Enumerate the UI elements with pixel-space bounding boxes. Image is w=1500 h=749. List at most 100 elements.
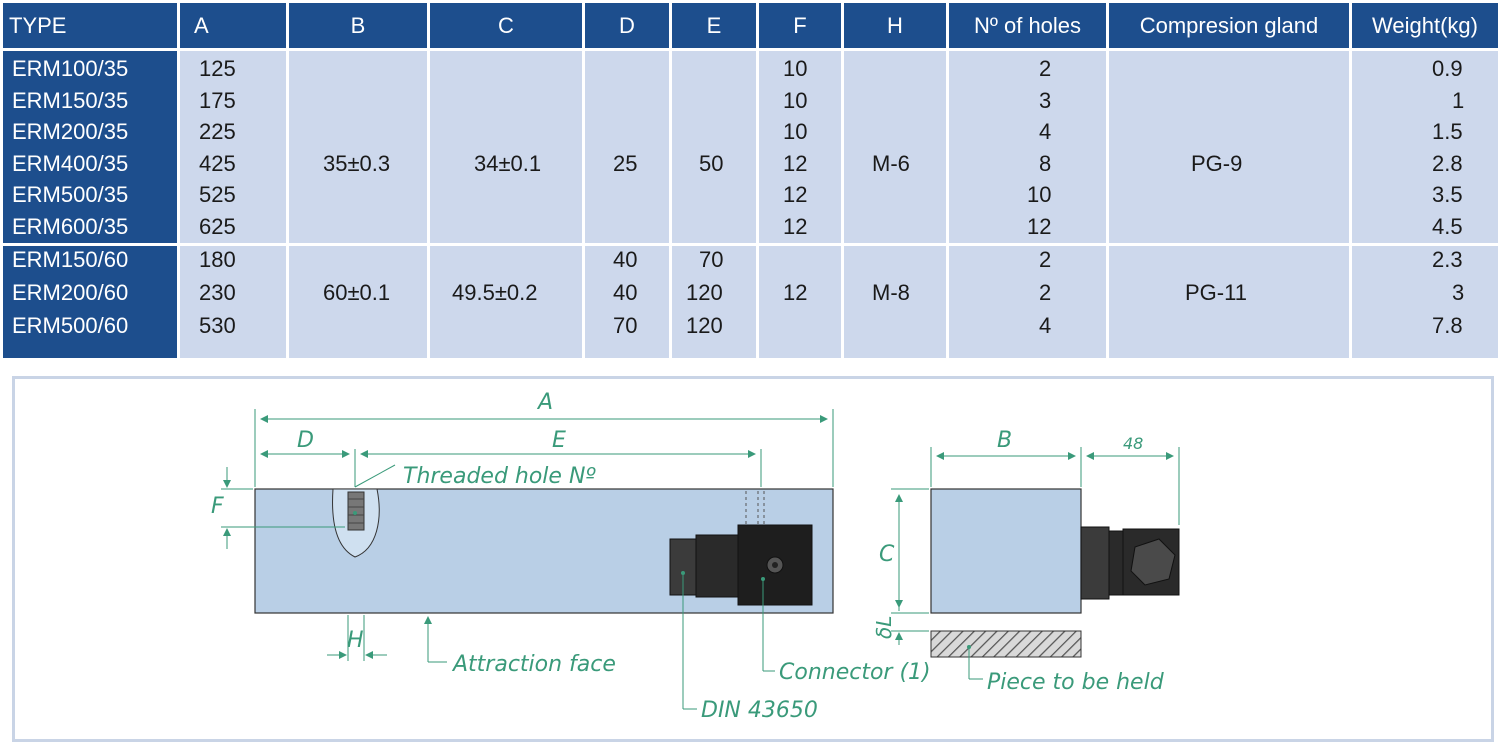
weight-cell: 4.5 — [1432, 214, 1463, 239]
header-d-label: D — [619, 12, 635, 38]
dim-label-d: D — [297, 428, 314, 453]
weight-cell: 0.9 — [1432, 56, 1463, 81]
h-cell-group1: M-6 — [872, 151, 910, 176]
header-type: TYPE — [3, 3, 177, 48]
e-cell: 70 — [699, 247, 724, 272]
a-column-group1 — [180, 51, 286, 243]
dim-label-e: E — [552, 428, 566, 453]
header-e: E — [672, 3, 756, 48]
e-column-group1 — [672, 51, 756, 243]
f-cell: 12 — [783, 182, 808, 207]
d-column-group1 — [585, 51, 669, 243]
type-column-group2 — [3, 246, 177, 358]
holes-cell: 4 — [1039, 119, 1052, 144]
c-cell-group2: 49.5±0.2 — [452, 280, 538, 305]
header-type-label: TYPE — [9, 12, 67, 38]
piece-to-be-held — [930, 630, 1082, 658]
weight-column-group2 — [1352, 246, 1498, 358]
header-f-label: F — [793, 12, 807, 38]
weight-cell: 1 — [1452, 88, 1465, 113]
header-gland: Compresion gland — [1109, 3, 1349, 48]
dim-label-c: C — [879, 542, 895, 567]
f-column-group2 — [759, 246, 841, 358]
b-cell-group1: 35±0.3 — [323, 151, 391, 176]
f-cell: 12 — [783, 151, 808, 176]
header-holes-label: Nº of holes — [973, 12, 1082, 38]
holes-cell: 10 — [1027, 182, 1052, 207]
b-column-group2 — [289, 246, 427, 358]
header-holes: Nº of holes — [949, 3, 1106, 48]
type-cell: ERM200/60 — [12, 280, 129, 305]
type-cell: ERM600/35 — [12, 214, 129, 239]
header-c-label: C — [498, 12, 514, 38]
e-cell: 120 — [686, 313, 723, 338]
e-column-group2 — [672, 246, 756, 358]
a-cell: 625 — [199, 214, 236, 239]
a-cell: 230 — [199, 280, 236, 305]
gland-column-group1 — [1109, 51, 1349, 243]
header-h-label: H — [887, 12, 903, 38]
header-d: D — [585, 3, 669, 48]
type-cell: ERM500/35 — [12, 182, 129, 207]
c-cell-group1: 34±0.1 — [474, 151, 542, 176]
header-b: B — [289, 3, 427, 48]
holes-cell: 12 — [1027, 214, 1052, 239]
f-cell: 12 — [783, 214, 808, 239]
f-cell: 10 — [783, 119, 808, 144]
c-column-group2 — [430, 246, 582, 358]
dim-label-48: 48 — [1123, 434, 1143, 453]
d-cell: 40 — [613, 280, 638, 305]
header-b-label: B — [350, 12, 366, 38]
din-label: DIN 43650 — [701, 698, 818, 723]
d-column-group2 — [585, 246, 669, 358]
header-c: C — [430, 3, 582, 48]
a-cell: 125 — [199, 56, 236, 81]
e-cell: 120 — [686, 280, 723, 305]
magnet-body-end — [930, 488, 1082, 614]
dim-label-a: A — [536, 390, 553, 415]
weight-cell: 3 — [1452, 280, 1465, 305]
f-cell: 10 — [783, 56, 808, 81]
weight-cell: 2.8 — [1432, 151, 1463, 176]
b-cell-group2: 60±0.1 — [323, 280, 391, 305]
dim-label-f: F — [211, 494, 224, 519]
header-gland-label: Compresion gland — [1139, 12, 1319, 38]
holes-column-group1 — [949, 51, 1106, 243]
a-cell: 180 — [199, 247, 236, 272]
threaded-hole-label: Threaded hole Nº — [403, 464, 596, 489]
type-cell: ERM150/60 — [12, 247, 129, 272]
attraction-face-label: Attraction face — [451, 652, 616, 677]
holes-cell: 3 — [1039, 88, 1052, 113]
a-cell: 425 — [199, 151, 236, 176]
dim-label-h: H — [347, 628, 364, 653]
c-column-group1 — [430, 51, 582, 243]
gland-column-group2 — [1109, 246, 1349, 358]
dim-label-delta-l: δL — [872, 616, 896, 639]
weight-cell: 3.5 — [1432, 182, 1463, 207]
weight-cell: 7.8 — [1432, 313, 1463, 338]
holes-column-group2 — [949, 246, 1106, 358]
a-cell: 525 — [199, 182, 236, 207]
h-cell-group2: M-8 — [872, 280, 910, 305]
f-cell-group2: 12 — [783, 280, 808, 305]
holes-cell: 8 — [1039, 151, 1052, 176]
d-cell: 40 — [613, 247, 638, 272]
header-weight-label: Weight(kg) — [1372, 12, 1478, 38]
header-e-label: E — [706, 12, 722, 38]
piece-label: Piece to be held — [987, 670, 1165, 695]
f-column-group1 — [759, 51, 841, 243]
b-column-group1 — [289, 51, 427, 243]
a-cell: 225 — [199, 119, 236, 144]
h-column-group1 — [844, 51, 946, 243]
threaded-hole — [347, 491, 365, 531]
a-column-group2 — [180, 246, 286, 358]
type-cell: ERM500/60 — [12, 313, 129, 338]
type-cell: ERM150/35 — [12, 88, 129, 113]
h-column-group2 — [844, 246, 946, 358]
holes-cell: 4 — [1039, 313, 1052, 338]
weight-cell: 2.3 — [1432, 247, 1463, 272]
dim-label-b: B — [997, 428, 1012, 453]
f-cell: 10 — [783, 88, 808, 113]
header-f: F — [759, 3, 841, 48]
connector-label: Connector (1) — [779, 660, 931, 685]
